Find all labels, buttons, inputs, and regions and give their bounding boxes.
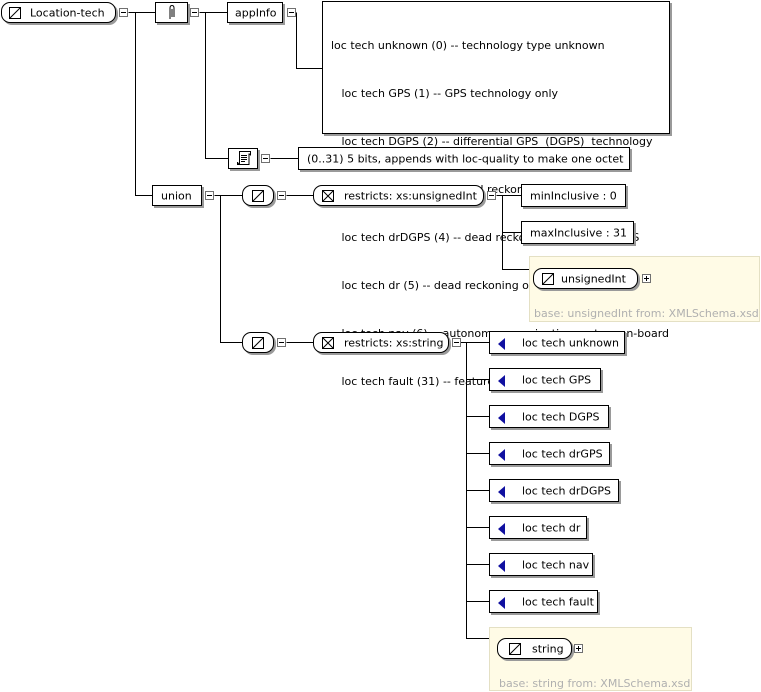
simple-type-icon [542, 273, 554, 285]
unsignedint-expand-toggle-icon[interactable] [642, 274, 651, 283]
annotation-node[interactable] [155, 2, 188, 23]
facet-label: minInclusive : 0 [530, 189, 617, 202]
union-label: union [161, 189, 192, 202]
enumeration-loc-tech-drgps[interactable]: loc tech drGPS [489, 442, 610, 465]
simple-type-icon [9, 7, 21, 19]
string-type-name: string [532, 642, 564, 655]
enumeration-icon [498, 412, 505, 424]
enumeration-loc-tech-drdgps[interactable]: loc tech drDGPS [489, 479, 619, 502]
enumeration-label: loc tech GPS [522, 373, 592, 386]
documentation-node[interactable] [228, 148, 258, 169]
simple-type-icon [252, 337, 264, 349]
unsignedint-type-node[interactable]: unsignedInt [533, 268, 638, 289]
appinfo-text-box: loc tech unknown (0) -- technology type … [322, 1, 670, 388]
appinfo-collapse-toggle-icon[interactable] [287, 8, 296, 17]
enumeration-label: loc tech fault [522, 595, 594, 608]
enumeration-icon [498, 375, 505, 387]
unsignedint-type-name: unsignedInt [561, 272, 626, 285]
enumeration-loc-tech-dgps[interactable]: loc tech DGPS [489, 405, 609, 428]
member2-restriction-label: restricts: xs:string [344, 336, 444, 349]
appinfo-line: loc tech GPS (1) -- GPS technology only [331, 87, 559, 100]
union-collapse-toggle-icon[interactable] [205, 191, 214, 200]
enumeration-loc-tech-dr[interactable]: loc tech dr [489, 516, 587, 539]
documentation-icon [237, 151, 251, 165]
appinfo-label: appInfo [235, 6, 277, 19]
member2-simple-type-node[interactable] [242, 332, 274, 353]
facet-min-inclusive[interactable]: minInclusive : 0 [521, 184, 626, 207]
member2-restriction-collapse-toggle-icon[interactable] [452, 338, 461, 347]
union-node[interactable]: union [152, 185, 202, 206]
appinfo-line: loc tech unknown (0) -- technology type … [331, 39, 605, 52]
appinfo-node[interactable]: appInfo [227, 2, 283, 23]
enumeration-loc-tech-unknown[interactable]: loc tech unknown [489, 331, 625, 354]
member2-restriction-node[interactable]: restricts: xs:string [313, 332, 449, 353]
enumeration-loc-tech-nav[interactable]: loc tech nav [489, 553, 593, 576]
string-base-text: base: string from: XMLSchema.xsd [499, 677, 691, 690]
enumeration-label: loc tech nav [522, 558, 590, 571]
member1-base-type-panel [529, 256, 760, 322]
unsignedint-base-text: base: unsignedInt from: XMLSchema.xsd [534, 307, 759, 320]
enumeration-icon [498, 486, 505, 498]
member1-simple-type-node[interactable] [242, 185, 274, 206]
enumeration-label: loc tech drGPS [522, 447, 603, 460]
enumeration-label: loc tech DGPS [522, 410, 600, 423]
documentation-text: (0..31) 5 bits, appends with loc-quality… [307, 152, 624, 165]
documentation-text-box: (0..31) 5 bits, appends with loc-quality… [298, 147, 630, 170]
simple-type-icon [252, 190, 264, 202]
enumeration-label: loc tech unknown [522, 336, 619, 349]
root-simple-type-node[interactable]: Location-tech [1, 2, 116, 23]
string-expand-toggle-icon[interactable] [574, 644, 583, 653]
root-type-name: Location-tech [30, 6, 105, 19]
annotation-icon [169, 4, 175, 19]
member2-base-type-panel [489, 627, 692, 691]
simple-type-icon [509, 643, 521, 655]
enumeration-icon [498, 449, 505, 461]
enumeration-loc-tech-gps[interactable]: loc tech GPS [489, 368, 601, 391]
restriction-icon [322, 190, 334, 202]
annotation-collapse-toggle-icon[interactable] [190, 8, 199, 17]
enumeration-label: loc tech dr [522, 521, 581, 534]
member2-collapse-toggle-icon[interactable] [277, 338, 286, 347]
member1-restriction-label: restricts: xs:unsignedInt [344, 189, 477, 202]
enumeration-icon [498, 560, 505, 572]
facet-label: maxInclusive : 31 [530, 226, 628, 239]
member1-restriction-collapse-toggle-icon[interactable] [487, 191, 496, 200]
member1-restriction-node[interactable]: restricts: xs:unsignedInt [313, 185, 484, 206]
enumeration-icon [498, 523, 505, 535]
member1-collapse-toggle-icon[interactable] [277, 191, 286, 200]
documentation-collapse-toggle-icon[interactable] [261, 154, 270, 163]
facet-max-inclusive[interactable]: maxInclusive : 31 [521, 221, 634, 244]
enumeration-label: loc tech drDGPS [522, 484, 612, 497]
enumeration-icon [498, 338, 505, 350]
enumeration-icon [498, 597, 505, 609]
restriction-icon [322, 337, 334, 349]
root-collapse-toggle-icon[interactable] [119, 8, 128, 17]
enumeration-loc-tech-fault[interactable]: loc tech fault [489, 590, 598, 613]
string-type-node[interactable]: string [497, 638, 572, 659]
appinfo-line: loc tech DGPS (2) -- differential GPS (D… [331, 135, 653, 148]
